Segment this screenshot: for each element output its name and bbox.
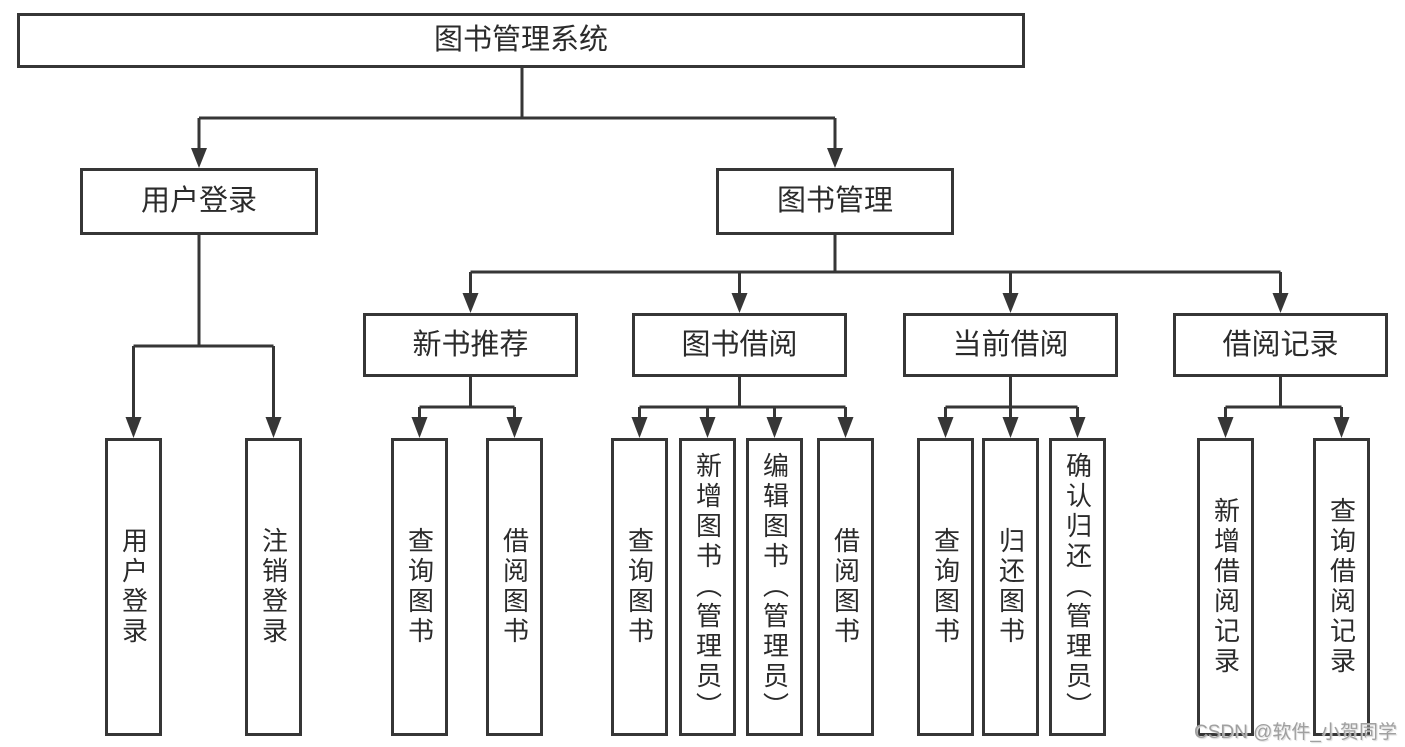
leaf-return-book: 归还图书 (982, 438, 1039, 736)
connector-root-to-level2 (191, 68, 843, 168)
leaf-query-book-borrow-label: 查询图书 (624, 527, 655, 647)
node-root: 图书管理系统 (17, 13, 1025, 68)
leaf-user-login: 用户登录 (105, 438, 162, 736)
node-new-book-recommend-label: 新书推荐 (412, 328, 529, 361)
connector-book-borrow-children (631, 377, 854, 438)
csdn-watermark: CSDN @软件_小贺同学 (1194, 722, 1397, 743)
leaf-logout: 注销登录 (245, 438, 302, 736)
node-user-login-label: 用户登录 (140, 185, 257, 217)
leaf-confirm-return-admin: 确认归还（管理员） (1049, 438, 1106, 736)
leaf-query-book-recommend: 查询图书 (391, 438, 448, 736)
connector-current-borrow-children (937, 377, 1086, 438)
leaf-edit-book-admin: 编辑图书（管理员） (746, 438, 803, 736)
leaf-borrow-book-recommend-label: 借阅图书 (499, 527, 530, 647)
leaf-query-book-recommend-label: 查询图书 (404, 527, 435, 647)
leaf-add-book-admin-label: 新增图书（管理员） (692, 452, 723, 722)
node-book-borrow-label: 图书借阅 (681, 328, 798, 361)
connector-borrow-records-children (1217, 377, 1350, 438)
connector-user-login-children (125, 235, 282, 438)
leaf-query-borrow-record-label: 查询借阅记录 (1326, 497, 1357, 677)
leaf-query-book-current-label: 查询图书 (930, 527, 961, 647)
leaf-confirm-return-admin-label: 确认归还（管理员） (1062, 452, 1093, 722)
leaf-query-book-current: 查询图书 (917, 438, 974, 736)
leaf-query-borrow-record: 查询借阅记录 (1313, 438, 1370, 736)
leaf-add-borrow-record: 新增借阅记录 (1197, 438, 1254, 736)
leaf-borrow-book-recommend: 借阅图书 (486, 438, 543, 736)
node-book-borrow: 图书借阅 (632, 313, 847, 377)
node-current-borrow: 当前借阅 (903, 313, 1118, 377)
node-book-management: 图书管理 (716, 168, 954, 235)
node-borrow-records-label: 借阅记录 (1222, 328, 1339, 361)
leaf-query-book-borrow: 查询图书 (611, 438, 668, 736)
leaf-borrow-book-borrow: 借阅图书 (817, 438, 874, 736)
node-root-label: 图书管理系统 (433, 24, 608, 56)
leaf-add-borrow-record-label: 新增借阅记录 (1210, 497, 1241, 677)
node-book-management-label: 图书管理 (776, 185, 893, 217)
leaf-return-book-label: 归还图书 (995, 527, 1026, 647)
leaf-edit-book-admin-label: 编辑图书（管理员） (759, 452, 790, 722)
leaf-add-book-admin: 新增图书（管理员） (679, 438, 736, 736)
node-user-login: 用户登录 (80, 168, 318, 235)
connector-book-management-to-level3 (462, 235, 1289, 313)
node-borrow-records: 借阅记录 (1173, 313, 1388, 377)
node-new-book-recommend: 新书推荐 (363, 313, 578, 377)
leaf-user-login-label: 用户登录 (118, 527, 149, 647)
leaf-logout-label: 注销登录 (258, 527, 289, 647)
node-current-borrow-label: 当前借阅 (952, 328, 1069, 361)
connector-new-book-recommend-children (411, 377, 523, 438)
leaf-borrow-book-borrow-label: 借阅图书 (830, 527, 861, 647)
